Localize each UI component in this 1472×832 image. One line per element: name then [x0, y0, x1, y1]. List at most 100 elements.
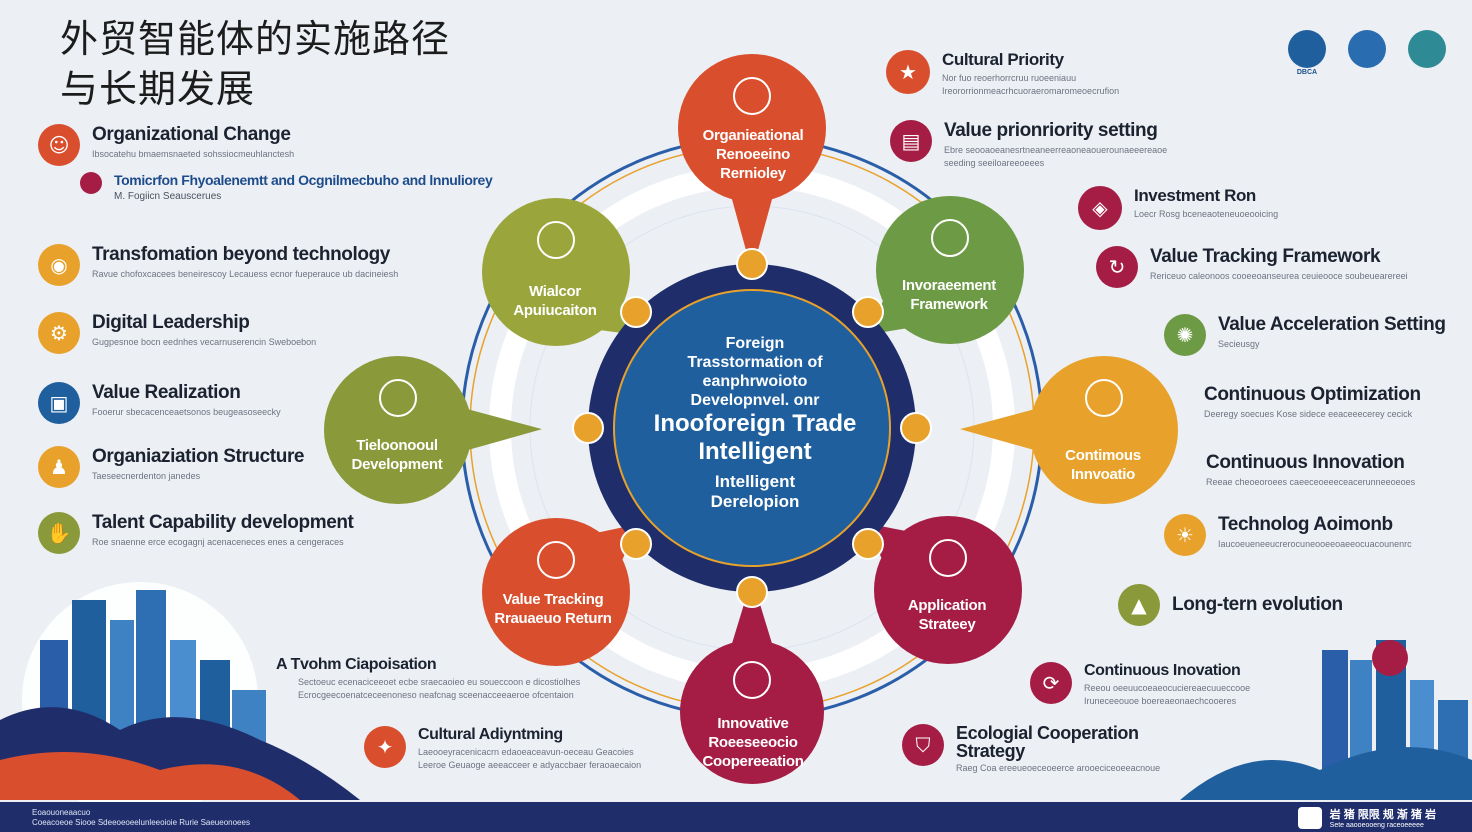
right-item-investment: ◈ Investment Ron Loecr Rosg bceneaoteneu…: [1078, 186, 1278, 230]
item-sub: Iaucoeueneeucrerocuneooeeoaeeocuacounenr…: [1218, 539, 1412, 549]
node-label-top: Organieational Renoeeino Rernioley: [702, 127, 804, 182]
node-label-right: Contimous Innvoatio: [1065, 447, 1141, 483]
item-sub: Rericeuo caleonoos cooeeoanseurea ceuieo…: [1150, 271, 1408, 281]
logo-globe: [1404, 30, 1450, 76]
pointer-bottom: [730, 578, 774, 650]
node-icon-right: [1085, 379, 1123, 417]
node-bottom-left: [482, 518, 630, 666]
logo-group: DBCA: [1284, 30, 1450, 76]
globe-logo-icon: [1408, 30, 1446, 68]
footer-left: Eoaouoneaacuo Coeacoeoe Siooe Sdeeoeoeel…: [32, 808, 250, 828]
node-label-bottom-left: Value Tracking Rrauaeuo Return: [494, 591, 612, 627]
node-left: [324, 356, 472, 504]
title-line-1: 外贸智能体的实施路径: [60, 17, 451, 61]
item-sub: M. Fogiicn Seauscerues: [114, 191, 222, 202]
pointer-right: [960, 407, 1041, 452]
right-item-long-term: ▲ Long-tern evolution: [1118, 584, 1343, 626]
hub-line-1: Foreign: [725, 335, 785, 352]
item-sub-2: seeding seeiloareeoeees: [944, 158, 1045, 168]
node-label-left: Tieloonooul Development: [351, 437, 443, 473]
gear-icon: ⚙: [38, 312, 80, 354]
hub-line-8: Derelopion: [710, 492, 800, 511]
right-item-value-tracking-framework: ↻ Value Tracking Framework Rericeuo cale…: [1096, 246, 1408, 288]
hub-line-3: eanphrwoioto: [702, 373, 808, 390]
pointer-top: [730, 192, 774, 272]
head-icon: ◉: [38, 244, 80, 286]
hub-line-2: Trasstormation of: [687, 354, 823, 371]
item-sub-2: Ecrocgeecoenatceceenoneso neafcnag sceen…: [298, 690, 574, 700]
item-sub-2: Leeroe Geuaoge aeeacceer e adyaccbaer fe…: [418, 760, 642, 770]
item-label: Organiaziation Structure: [92, 446, 305, 467]
footer-right: 岩 猪 限限 规 渐 猪 岩 Sete aaooeooeng raceoeeee…: [1297, 806, 1436, 829]
item-sub: Nor fuo reoerhorrcruu ruoeeniauu: [942, 73, 1077, 83]
item-sub: Loecr Rosg bceneaoteneuoeooicing: [1134, 209, 1279, 219]
refresh-icon: ⟳: [1030, 662, 1072, 704]
title-line-2: 与长期发展: [60, 67, 256, 111]
mountain-icon: ▲: [1118, 584, 1160, 626]
left-item-transformation: ◉ Transfomation beyond technology Ravue …: [38, 244, 398, 286]
cycle-icon: ↻: [1096, 246, 1138, 288]
node-label-bottom: Innovative Roeeseeocio Coopereeation: [702, 715, 804, 770]
node-bottom: [680, 640, 824, 784]
item-label: Value prionriority setting: [944, 120, 1158, 141]
node-icon-bottom-right: [929, 539, 967, 577]
right-item-value-acceleration: ✺ Value Acceleration Setting Secieusgy: [1164, 314, 1446, 356]
item-label: Cultural Priority: [942, 50, 1064, 69]
hub-line-5: Inooforeign Trade: [653, 410, 857, 437]
node-label-top-right: Invoraeement Framework: [902, 277, 996, 313]
node-top: [678, 54, 826, 202]
item-label: Tomicrfon Fhyoalenemtt and Ocgnilmecbuho…: [114, 172, 493, 188]
item-sub-2: Ireororrionmeacrhcuoraeromaromeoecrufion: [942, 86, 1120, 96]
dot-icon: [80, 172, 102, 194]
right-item-continuous-optimization: Continuous Optimization Deeregy soecues …: [1204, 384, 1421, 419]
node-icon-left: [379, 379, 417, 417]
item-sub: Ebre seooaoeanesrtneaneerreaoneaouerouna…: [944, 145, 1168, 155]
connector-dot-2: [900, 412, 932, 444]
hub-line-4: Developnvel. onr: [690, 392, 820, 409]
star-icon: ★: [886, 50, 930, 94]
node-bottom-right: [874, 516, 1022, 664]
item-sub: Roe snaenne erce ecogagnj acenaceneces e…: [92, 537, 344, 547]
coin-icon: ◈: [1078, 186, 1122, 230]
footer-logo-icon: [1297, 806, 1322, 829]
item-sub: Deeregy soecues Kose sidece eeaceeecerey…: [1204, 409, 1413, 419]
connector-dot-0: [736, 248, 768, 280]
clipboard-icon: ▤: [890, 120, 932, 162]
item-sub: Gugpesnoe bocn eednhes vecarnuserencin S…: [92, 337, 317, 347]
item-label: Cultural Adiyntming: [418, 726, 563, 743]
pointer-left: [461, 407, 542, 452]
page-title: 外贸智能体的实施路径 与长期发展: [60, 14, 450, 114]
node-icon-top-right: [931, 219, 969, 257]
left-item-organizational-change: ☺ Organizational Change Ibsocatehu bmaem…: [38, 124, 294, 166]
node-icon-bottom: [733, 661, 771, 699]
item-label: Continuous Inovation: [1084, 662, 1241, 679]
item-label: Talent Capability development: [92, 512, 354, 533]
hub-line-7: Intelligent: [714, 472, 796, 491]
node-right: [1030, 356, 1178, 504]
box-icon: ▣: [38, 382, 80, 424]
node-top-left: [482, 198, 630, 346]
node-icon-top-left: [537, 221, 575, 259]
hand-icon: ✋: [38, 512, 80, 554]
right-item-cultural-priority: ★ Cultural Priority Nor fuo reoerhorrcru…: [886, 50, 1119, 96]
right-item-technology: ☀ Technolog Aoimonb Iaucoeueneeucrerocun…: [1164, 514, 1412, 556]
person-icon: ♟: [38, 446, 80, 488]
logo-flower: [1344, 30, 1390, 76]
connector-dot-3: [851, 527, 884, 560]
node-icon-bottom-left: [537, 541, 575, 579]
hub-inner-border: [613, 289, 891, 567]
shield-icon: ⛉: [902, 724, 944, 766]
item-label: Technolog Aoimonb: [1218, 514, 1393, 535]
item-sub: Sectoeuc ecenaciceeoet ecbe sraecaoieo e…: [298, 677, 581, 687]
footer-left-line-1: Eoaouoneaacuo: [32, 808, 91, 817]
item-label: Organizational Change: [92, 124, 291, 145]
node-top-right: [876, 196, 1024, 344]
gear-icon: ✺: [1164, 314, 1206, 356]
item-sub: Ravue chofoxcacees beneirescoy Lecauess …: [92, 269, 399, 279]
footer-bar: Eoaouoneaacuo Coeacoeoe Siooe Sdeeoeoeel…: [0, 802, 1472, 832]
logo-dbca: DBCA: [1284, 30, 1330, 76]
hub-inner: [614, 290, 890, 566]
left-item-digital-leadership: ⚙ Digital Leadership Gugpesnoe bocn eedn…: [38, 312, 316, 354]
connector-dot-1: [851, 296, 884, 329]
